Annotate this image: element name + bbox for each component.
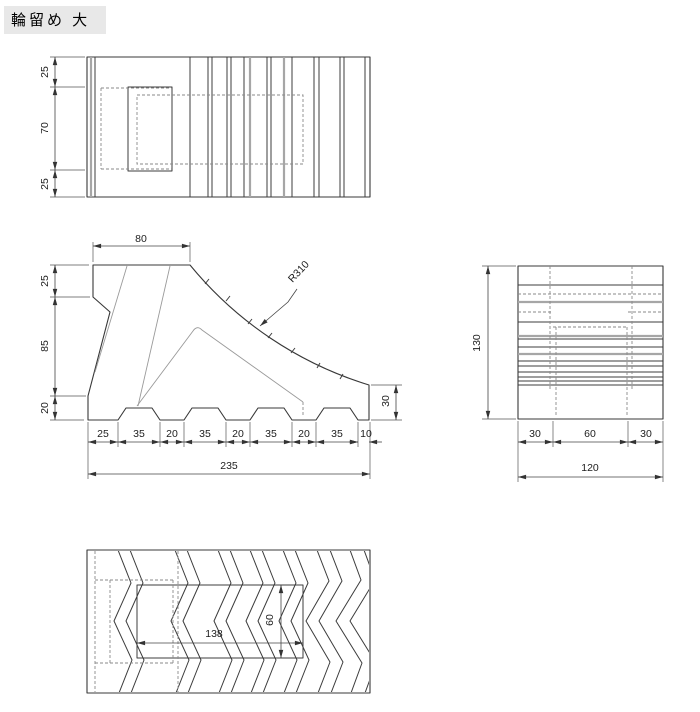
dim-label-end-30b: 30 — [640, 427, 652, 440]
bottom-recess-outline — [136, 584, 304, 659]
dim-label-end-60: 60 — [584, 427, 596, 440]
curve-groove-ticks — [204, 278, 344, 380]
dim-label-bottom-60: 60 — [263, 614, 276, 626]
end-view-drawing — [482, 265, 664, 482]
dim-label-top-25b: 25 — [38, 178, 51, 190]
side-view-drawing — [50, 242, 402, 479]
top-view-drawing — [50, 56, 371, 198]
dim-label-end-30a: 30 — [529, 427, 541, 440]
dim-label-chain-4: 35 — [199, 427, 211, 440]
dim-label-side-20: 20 — [38, 402, 51, 414]
dim-label-chain-6: 35 — [265, 427, 277, 440]
hidden-recess-top — [136, 94, 304, 165]
tread-zigzag-lines — [113, 551, 369, 692]
dim-label-chain-5: 20 — [232, 427, 244, 440]
dim-label-chain-8: 35 — [331, 427, 343, 440]
dim-label-side-30: 30 — [379, 395, 392, 407]
dim-label-side-80: 80 — [135, 232, 147, 245]
dim-label-end-130: 130 — [470, 334, 483, 352]
dim-label-chain-7: 20 — [298, 427, 310, 440]
dim-label-chain-9: 10 — [360, 427, 372, 440]
dim-label-chain-2: 35 — [133, 427, 145, 440]
dim-label-bottom-138: 138 — [205, 627, 223, 640]
dim-label-top-25a: 25 — [38, 66, 51, 78]
dim-label-chain-1: 25 — [97, 427, 109, 440]
dim-label-side-85: 85 — [38, 340, 51, 352]
drawing-title: 輪留め 大 — [4, 6, 107, 34]
chock-profile-outline — [87, 264, 370, 421]
inner-recess-contour — [136, 327, 304, 407]
bottom-view-drawing — [86, 549, 371, 694]
dim-label-end-120: 120 — [581, 461, 599, 474]
radius-leader — [259, 288, 298, 327]
handle-pocket-outline — [127, 86, 173, 172]
dim-label-top-70: 70 — [38, 122, 51, 134]
dim-label-side-25: 25 — [38, 275, 51, 287]
dim-label-side-235: 235 — [220, 459, 238, 472]
dim-label-chain-3: 20 — [166, 427, 178, 440]
end-view-groove-lines — [518, 284, 663, 386]
